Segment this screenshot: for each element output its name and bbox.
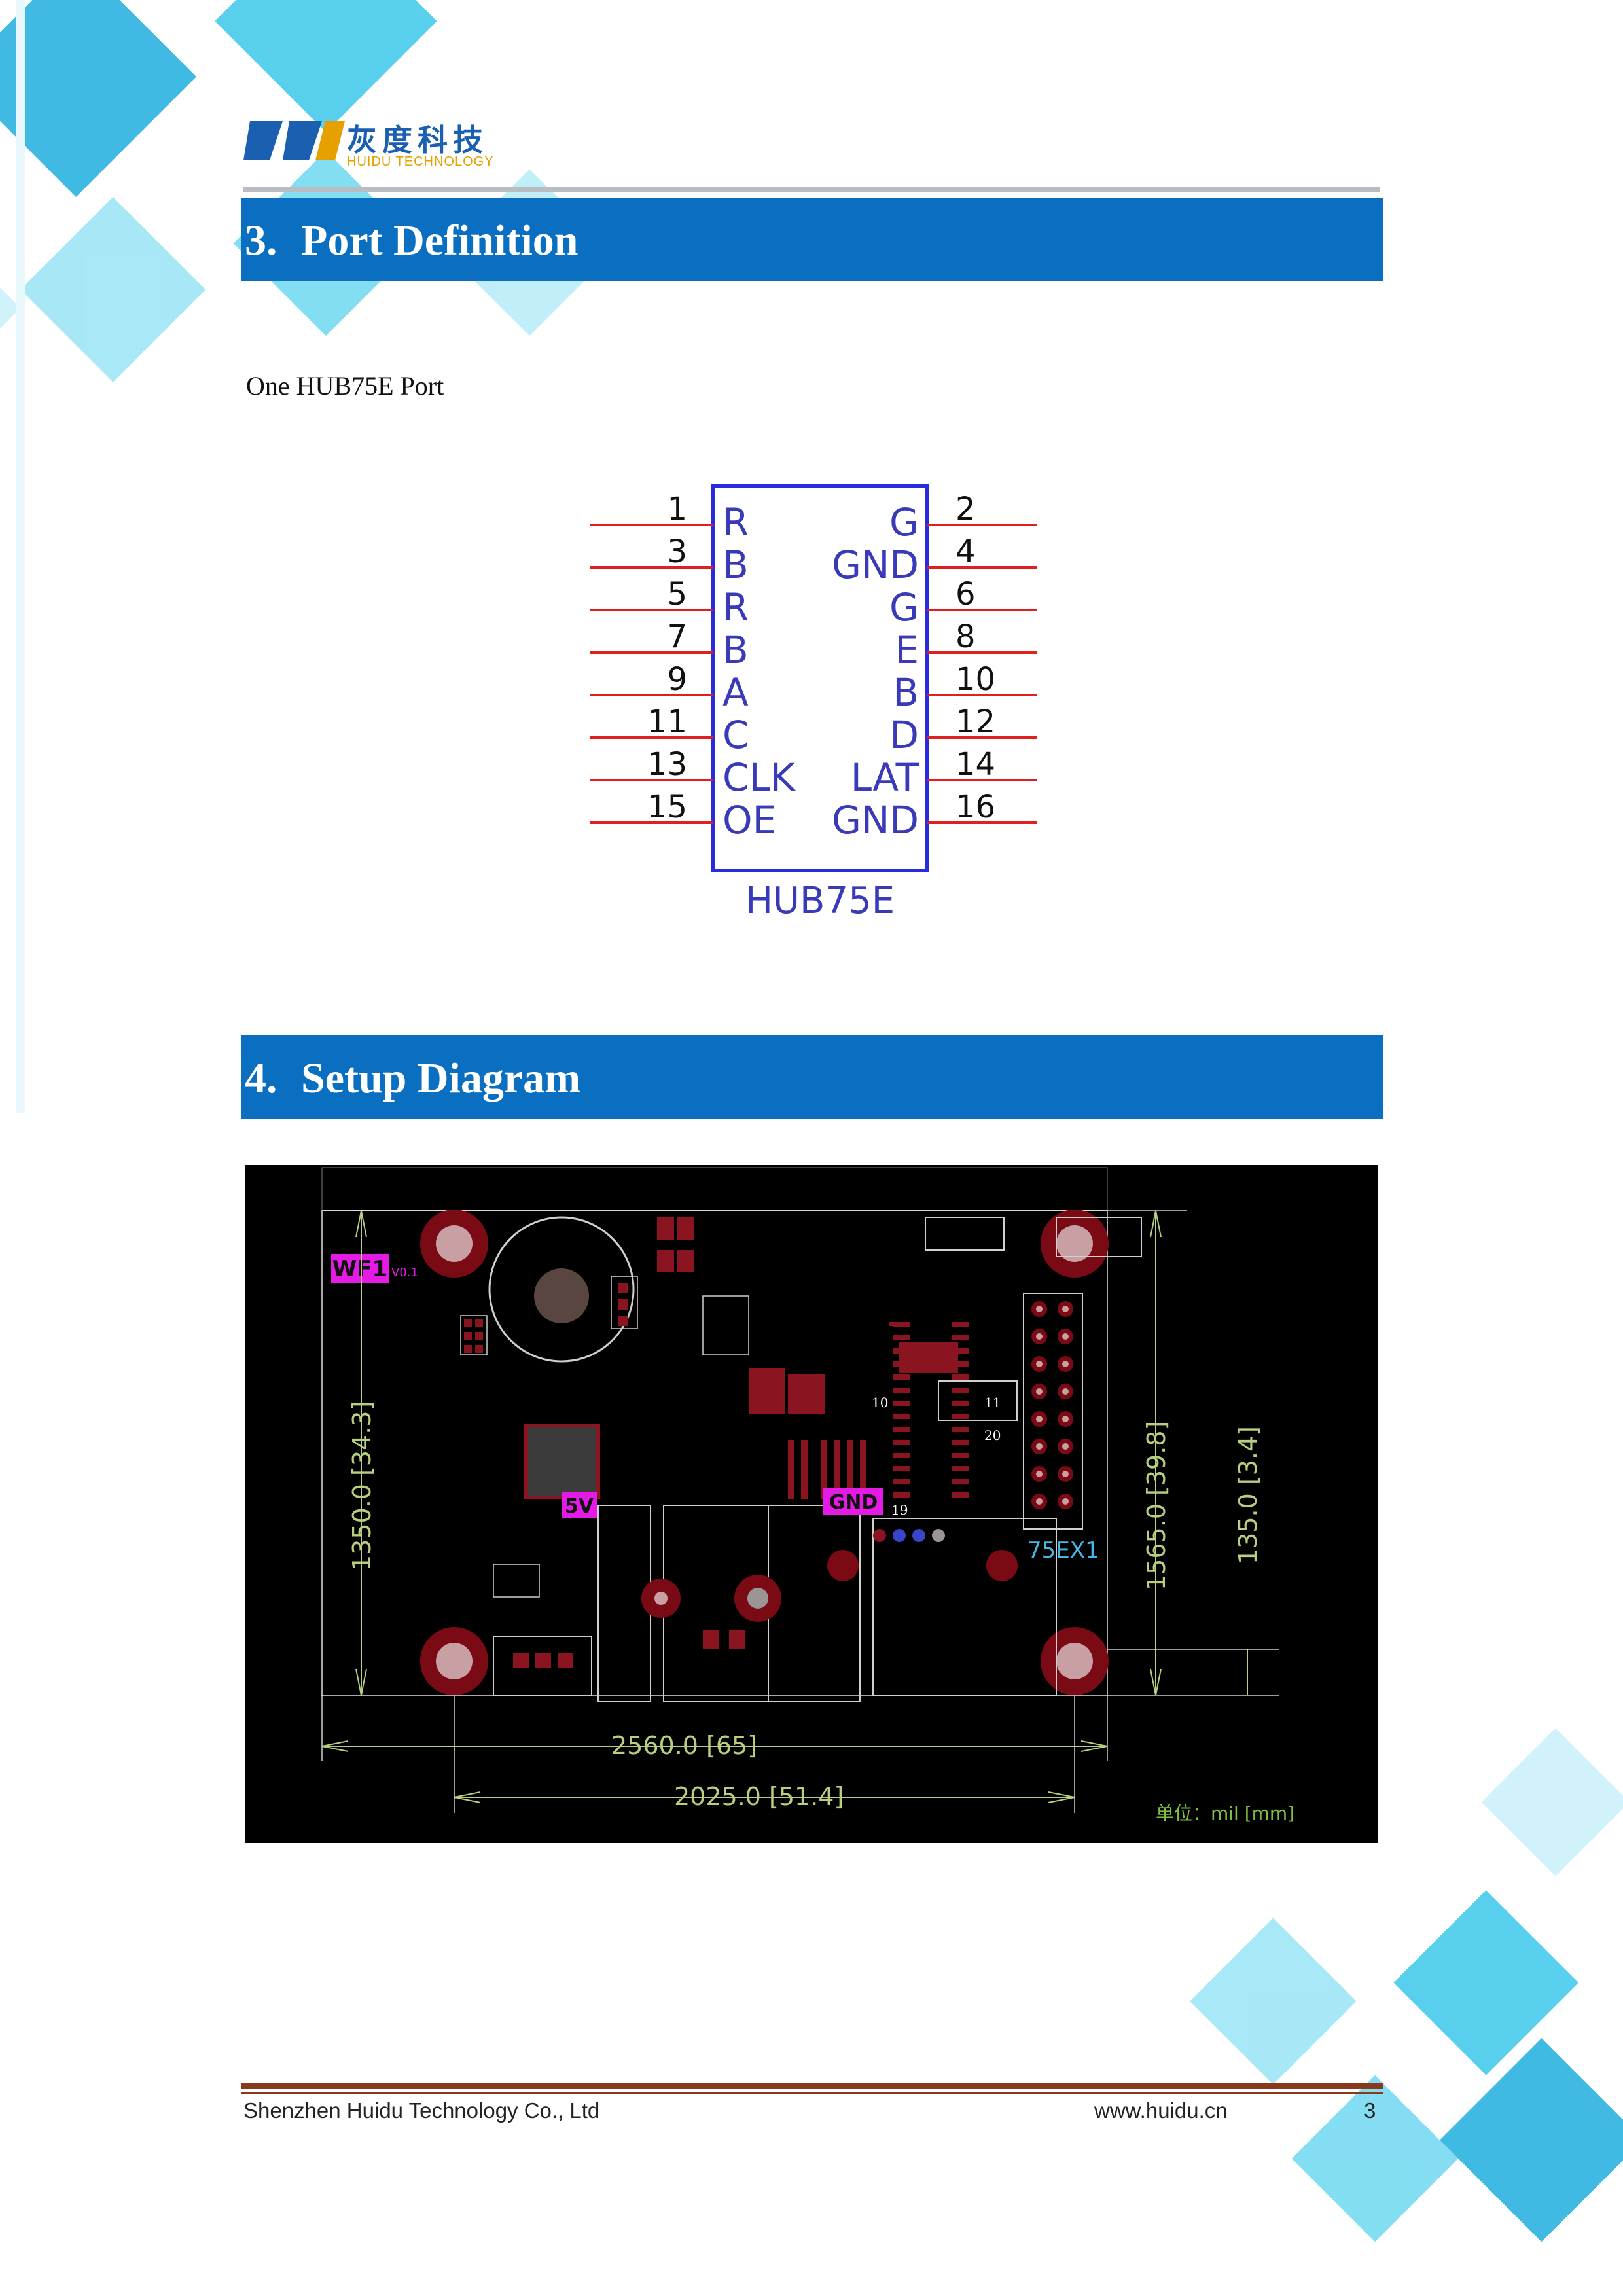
- dim-height-left: 1350.0 [34.3]: [348, 1401, 376, 1571]
- pin-number-10: 10: [955, 661, 995, 698]
- version-label: V0.1: [391, 1266, 418, 1280]
- pin-number-5: 5: [667, 576, 687, 613]
- pin-label-4: GND: [832, 543, 919, 587]
- pin-number-9: 9: [667, 661, 687, 698]
- pcb-setup-diagram: WF1 V0.1 5V GND 75EX1 10 11 20 19 2560.0…: [245, 1165, 1378, 1843]
- section-header-port-definition: 3. Port Definition: [241, 198, 1383, 281]
- footer-company: Shenzhen Huidu Technology Co., Ltd: [243, 2098, 600, 2123]
- dim-height-small: 135.0 [3.4]: [1234, 1426, 1262, 1564]
- section-number: 4.: [245, 1054, 277, 1102]
- pin-number-8: 8: [955, 619, 976, 655]
- connector-name: HUB75E: [745, 880, 895, 922]
- company-name-en: HUIDU TECHNOLOGY: [347, 154, 494, 169]
- pin-marker-11: 11: [984, 1395, 1001, 1410]
- pin-number-7: 7: [667, 619, 687, 655]
- pin-number-6: 6: [955, 576, 976, 613]
- pin-label-13: CLK: [722, 755, 796, 800]
- dimension-lines: [321, 1210, 1248, 1803]
- pin-number-4: 4: [955, 533, 976, 570]
- pin-number-11: 11: [647, 704, 687, 740]
- company-name-cn: 灰度科技: [347, 122, 488, 158]
- pin-label-1: R: [722, 500, 749, 545]
- pin-number-3: 3: [667, 533, 687, 570]
- pin-label-14: LAT: [851, 755, 919, 800]
- header-divider: [243, 187, 1380, 192]
- unit-note: 单位：mil [mm]: [1156, 1803, 1294, 1824]
- section-title: Setup Diagram: [301, 1054, 581, 1102]
- pin-marker-19: 19: [891, 1502, 908, 1518]
- section-header-setup-diagram: 4. Setup Diagram: [241, 1035, 1383, 1119]
- mcu-chip: [524, 1424, 600, 1499]
- pin-label-3: B: [722, 543, 749, 587]
- pin-number-12: 12: [955, 704, 995, 740]
- pin-label-6: G: [889, 585, 919, 630]
- pin-number-16: 16: [955, 789, 995, 825]
- module-label: WF1: [332, 1256, 387, 1282]
- battery-holder: [488, 1216, 635, 1363]
- pin-marker-10: 10: [872, 1395, 888, 1410]
- section-title: Port Definition: [301, 217, 579, 264]
- ground-badge: [823, 1488, 883, 1515]
- ground-label: GND: [829, 1491, 878, 1514]
- pin-number-13: 13: [647, 746, 687, 783]
- footer-divider-thin: [241, 2092, 1383, 2094]
- power-label: 5V: [565, 1495, 594, 1518]
- dim-width-outer: 2560.0 [65]: [611, 1731, 757, 1760]
- dim-width-inner: 2025.0 [51.4]: [674, 1782, 844, 1811]
- module-badge: [331, 1254, 389, 1283]
- footer-website: www.huidu.cn: [1094, 2098, 1228, 2123]
- pin-number-15: 15: [647, 789, 687, 825]
- page-number: 3: [1364, 2098, 1376, 2123]
- pin-label-15: OE: [722, 798, 776, 842]
- power-badge: [562, 1492, 597, 1518]
- pin-label-5: R: [722, 585, 749, 630]
- pin-label-9: A: [722, 670, 749, 715]
- pin-label-8: E: [895, 628, 919, 672]
- pin-number-2: 2: [955, 491, 976, 528]
- pin-label-7: B: [722, 628, 749, 672]
- section-number: 3.: [245, 217, 277, 264]
- pin-label-11: C: [722, 713, 749, 757]
- pin-label-12: D: [889, 713, 919, 757]
- pin-label-16: GND: [832, 798, 919, 842]
- pin-number-14: 14: [955, 746, 995, 783]
- connector-body: [711, 484, 929, 872]
- port-label: 75EX1: [1027, 1537, 1099, 1564]
- battery-icon: [534, 1268, 589, 1323]
- dim-height-right: 1565.0 [39.8]: [1142, 1421, 1171, 1590]
- pin-label-10: B: [893, 670, 919, 715]
- intro-text: One HUB75E Port: [246, 371, 444, 401]
- company-logo: [243, 121, 345, 160]
- pin-label-2: G: [889, 500, 919, 545]
- hub75-header: [1023, 1293, 1083, 1530]
- pin-number-1: 1: [667, 491, 687, 528]
- footer-divider: [241, 2083, 1383, 2089]
- pin-marker-20: 20: [984, 1427, 1001, 1443]
